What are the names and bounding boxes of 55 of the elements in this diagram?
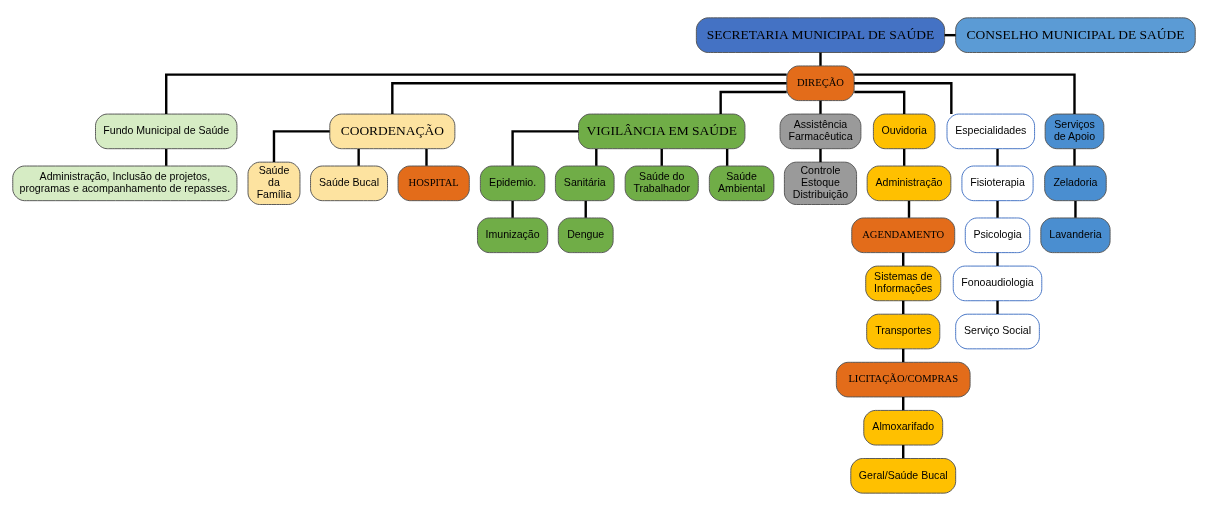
node-box: LICITAÇÃO/COMPRAS [835,361,971,397]
node-box: Geral/Saúde Bucal [850,457,957,494]
connector [511,200,514,218]
node-box: VIGILÂNCIA EM SAÚDE [578,113,746,149]
connector [996,300,999,314]
connector [854,81,953,114]
node-box: Dengue [557,217,614,253]
node-box: Saúde do Trabalhador [624,165,699,201]
node-box: Fonoaudiologia [952,265,1043,301]
node-box: Fisioterapia [961,165,1034,201]
connector [819,100,822,114]
node-box: Serviço Social [955,313,1040,349]
node-box: Saúde Bucal [310,165,388,201]
node-box: Assistência Farmacêutica [779,113,862,149]
node-box: Saúde da Família [247,161,301,205]
node-box: Psicologia [964,217,1031,253]
node-box: Sanitária [554,165,615,201]
node-box: Zeladoria [1044,165,1107,201]
connector [819,148,822,162]
connector [391,81,787,114]
connector [854,90,906,114]
node-box: COORDENAÇÃO [329,113,456,149]
connector [511,129,579,166]
node-box: Serviços de Apoio [1044,113,1105,149]
node-box: HOSPITAL [397,165,470,201]
connector [854,72,1076,114]
node-box: Epidemio. [479,165,546,201]
connector [595,148,598,166]
connector [165,72,787,114]
node-box: Especialidades [946,113,1036,149]
node-box: Sistemas de Informações [865,265,942,301]
connector [425,148,428,166]
connector [996,200,999,218]
node-box: Imunização [477,217,549,253]
connector [996,252,999,266]
node-box: AGENDAMENTO [851,217,956,253]
connector [272,129,330,162]
node-box: Administração [866,165,952,201]
connector [1073,148,1076,166]
connector [719,90,787,114]
node-box: DIREÇÃO [786,64,855,101]
node-box: Lavanderia [1040,217,1111,253]
node-box: CONSELHO MUNICIPAL DE SAÚDE [955,16,1196,53]
connector [1074,200,1077,218]
node-box: Transportes [866,313,941,349]
node-box: Administração, Inclusão de projetos, programas e acompanhamento de repasses. [12,165,238,201]
node-box: Saúde Ambiental [708,165,775,201]
node-box: Fundo Municipal de Saúde [95,113,238,149]
connector [357,148,360,166]
node-box: Ouvidoria [872,113,936,149]
node-box: Almoxarifado [863,409,944,446]
node-box: Controle Estoque Distribuição [783,161,858,205]
node-box: SECRETARIA MUNICIPAL DE SAÚDE [695,16,946,53]
connector [819,52,822,66]
connector [996,148,999,166]
